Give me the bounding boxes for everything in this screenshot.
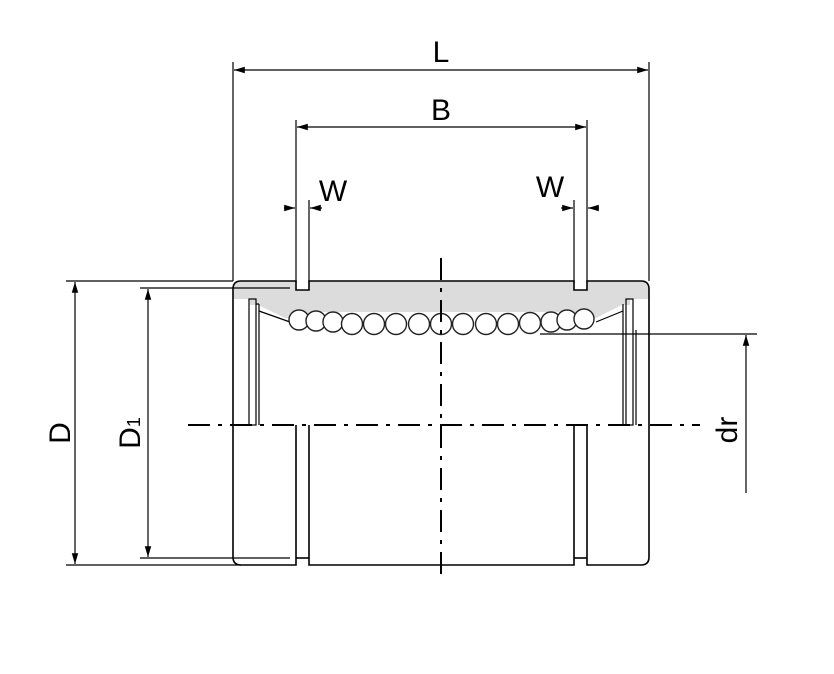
dimension-d: D <box>44 280 241 566</box>
label-b: B <box>431 94 451 127</box>
label-dr: dr <box>711 417 744 444</box>
ball-row <box>288 308 595 336</box>
label-d1: D1 <box>114 417 147 449</box>
dimension-d1: D1 <box>114 287 290 559</box>
label-w-left: W <box>319 175 348 208</box>
shaded-section <box>233 281 649 318</box>
label-d: D <box>44 422 77 444</box>
dimension-w-right: W <box>536 171 599 212</box>
label-w-right: W <box>536 171 565 204</box>
bearing-body <box>232 280 650 566</box>
dimension-dr: dr <box>540 333 757 493</box>
dimension-w-left: W <box>284 175 348 212</box>
label-l: L <box>433 36 450 69</box>
dimension-l: L <box>232 36 650 281</box>
dimension-b: B <box>295 94 588 283</box>
